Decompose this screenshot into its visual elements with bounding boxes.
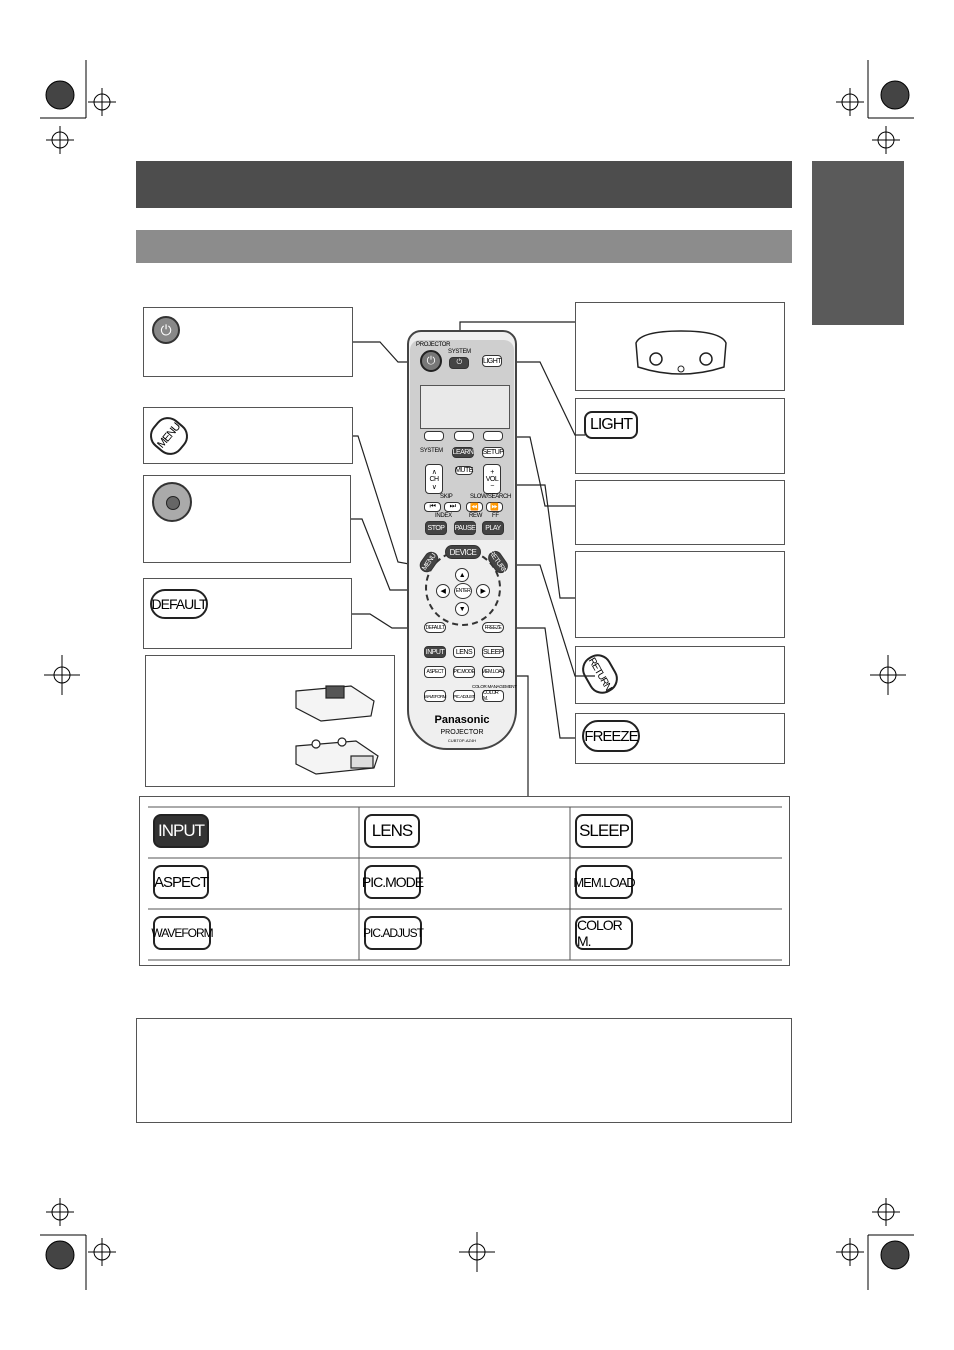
skip-back-button[interactable]: ⏮: [424, 502, 441, 512]
brand-logo: Panasonic: [434, 714, 490, 726]
callout-av-buttons: [575, 551, 785, 638]
system-label: SYSTEM: [448, 349, 471, 355]
arrow-pad-icon: [152, 482, 192, 522]
enter-button[interactable]: ENTER: [454, 583, 472, 599]
color-management-label: COLOR MANAGEMENT: [472, 684, 517, 689]
ch-label: CH: [429, 475, 439, 483]
left-arrow-button[interactable]: ◀: [436, 584, 450, 598]
memload-icon: MEM.LOAD: [573, 865, 636, 899]
stop-button[interactable]: STOP: [425, 521, 447, 535]
channel-rocker[interactable]: ∧CH∨: [425, 464, 443, 494]
side-chapter-tab: [812, 161, 904, 325]
lens-button[interactable]: LENS: [453, 646, 475, 658]
callout-device-buttons: [575, 480, 785, 545]
down-arrow-button[interactable]: ▼: [455, 602, 469, 616]
aspect-button[interactable]: ASPECT: [424, 666, 446, 678]
up-arrow-button[interactable]: ▲: [455, 568, 469, 582]
picmode-button[interactable]: PIC.MODE: [453, 666, 475, 678]
colorm-button[interactable]: COLOR M.: [482, 690, 504, 702]
remote-top-illustration: [635, 330, 727, 375]
learn-button[interactable]: LEARN: [452, 447, 474, 458]
volume-rocker[interactable]: +VOL−: [483, 464, 501, 494]
subsection-header-bar: [136, 230, 792, 263]
light-button-icon: LIGHT: [584, 411, 638, 439]
right-arrow-button[interactable]: ▶: [476, 584, 490, 598]
battery-compartment-illustration: [295, 685, 379, 775]
freeze-button-icon: FREEZE: [582, 720, 640, 752]
default-button[interactable]: DEFAULT: [424, 622, 446, 633]
note-box: [136, 1018, 792, 1123]
default-button-icon: DEFAULT: [150, 589, 208, 619]
waveform-button[interactable]: WAVEFORM: [424, 690, 447, 702]
skip-label: SKIP: [440, 494, 453, 500]
product-label: PROJECTOR: [440, 729, 484, 736]
callout-backlight-top: [575, 302, 785, 391]
power-button[interactable]: ⏻: [420, 350, 442, 372]
colorm-icon: COLOR M.: [575, 916, 633, 950]
device-select-button-1[interactable]: [424, 431, 444, 441]
power-icon: ⏻: [152, 316, 180, 344]
system-row-label: SYSTEM: [420, 448, 443, 454]
callout-battery: [145, 655, 395, 787]
picmode-icon: PIC.MODE: [362, 865, 424, 899]
device-select-button-3[interactable]: [483, 431, 503, 441]
callout-arrows: [143, 475, 351, 563]
waveform-icon: WAVEFORM: [151, 916, 214, 950]
skip-forward-button[interactable]: ⏭: [444, 502, 461, 512]
light-button[interactable]: LIGHT: [482, 355, 502, 367]
table-lines: [148, 806, 782, 961]
slow-search-label: SLOW/SEARCH: [470, 494, 512, 500]
memload-button[interactable]: MEM.LOAD: [482, 666, 505, 678]
mute-button[interactable]: MUTE: [455, 466, 473, 475]
system-power-button[interactable]: ⏻: [449, 357, 469, 369]
callout-power: ⏻: [143, 307, 353, 377]
aspect-icon: ASPECT: [153, 865, 209, 899]
model-label: CUBTOP-AZ4H: [447, 738, 477, 743]
setup-button[interactable]: SETUP: [482, 447, 504, 458]
picadjust-button[interactable]: PIC.ADJUST: [453, 690, 475, 702]
picadjust-icon: PIC.ADJUST: [363, 916, 424, 950]
lcd-display: [420, 385, 510, 429]
callout-menu: MENU: [143, 407, 353, 464]
sleep-icon: SLEEP: [575, 814, 633, 848]
input-icon: INPUT: [153, 814, 209, 848]
rew-label: REW: [469, 513, 483, 519]
freeze-button[interactable]: FREEZE: [482, 622, 504, 633]
callout-default: DEFAULT: [143, 578, 352, 649]
vol-label: VOL: [485, 475, 499, 483]
callout-return: RETURN: [575, 646, 785, 704]
ff-label: FF: [492, 513, 499, 519]
function-button-table: INPUT LENS SLEEP ASPECT PIC.MODE MEM.LOA…: [139, 796, 790, 966]
play-button[interactable]: PLAY: [482, 521, 504, 535]
lens-icon: LENS: [364, 814, 420, 848]
device-select-button-2[interactable]: [454, 431, 474, 441]
callout-light: LIGHT: [575, 398, 785, 474]
projector-label: PROJECTOR: [416, 342, 451, 348]
section-header-bar: [136, 161, 792, 208]
device-button[interactable]: DEVICE: [445, 545, 481, 559]
fast-forward-button[interactable]: ⏩: [486, 502, 503, 512]
callout-freeze: FREEZE: [575, 713, 785, 764]
index-label: INDEX: [435, 513, 452, 519]
input-button[interactable]: INPUT: [424, 646, 446, 658]
pause-button[interactable]: PAUSE: [454, 521, 476, 535]
rewind-button[interactable]: ⏪: [466, 502, 483, 512]
sleep-button[interactable]: SLEEP: [482, 646, 504, 658]
